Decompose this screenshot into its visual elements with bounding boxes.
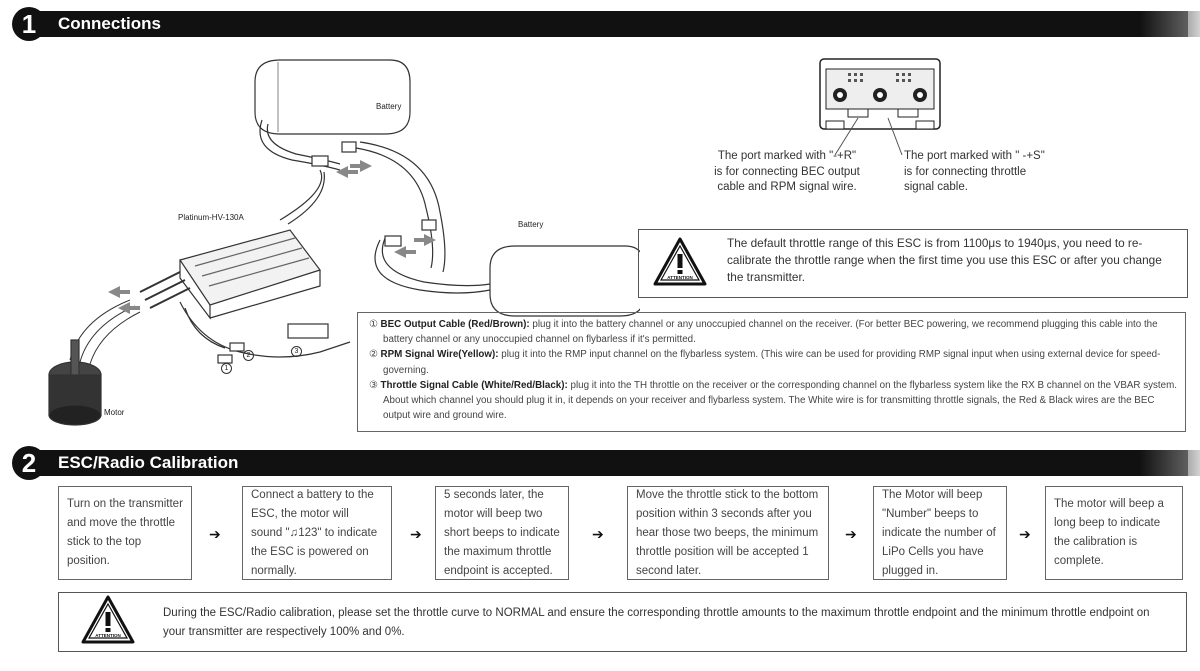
battery-top-label: Battery bbox=[376, 102, 402, 111]
cable-text-bec: plug it into the battery channel or any … bbox=[383, 319, 1158, 346]
step-arrow-icon: ➔ bbox=[410, 526, 422, 542]
receiver-connector bbox=[287, 323, 329, 339]
step-arrow-icon: ➔ bbox=[845, 526, 857, 542]
attention-icon-label: ATTENTION bbox=[95, 633, 120, 638]
wire-marker-2: 2 bbox=[243, 350, 254, 361]
throttle-range-notice-text: The default throttle range of this ESC i… bbox=[727, 236, 1162, 284]
esc-model-label: Platinum-HV-130A bbox=[178, 213, 244, 222]
s-port-line-1: The port marked with " -+S" bbox=[904, 150, 1045, 162]
calibration-step-5: The Motor will beep "Number" beeps to in… bbox=[873, 486, 1007, 580]
step-arrow-icon: ➔ bbox=[209, 526, 221, 542]
section-1-bar bbox=[18, 11, 1188, 37]
calibration-step-3: 5 seconds later, the motor will beep two… bbox=[435, 486, 569, 580]
section-2-title: ESC/Radio Calibration bbox=[58, 453, 239, 472]
wire-marker-3: 3 bbox=[291, 346, 302, 357]
section-2-number: 2 bbox=[12, 446, 46, 480]
cable-title-rpm: RPM Signal Wire(Yellow): bbox=[380, 349, 499, 361]
connection-diagram bbox=[48, 59, 640, 426]
calibration-step-4: Move the throttle stick to the bottom po… bbox=[627, 486, 829, 580]
cable-item-rpm: ② RPM Signal Wire(Yellow): plug it into … bbox=[369, 347, 1177, 377]
throttle-range-notice bbox=[638, 229, 1188, 298]
section-1-bar-fade bbox=[1140, 11, 1200, 37]
motor-label: Motor bbox=[104, 408, 125, 417]
s-port-description: The port marked with " -+S" is for conne… bbox=[904, 149, 1084, 196]
attention-icon: ATTENTION bbox=[653, 237, 707, 286]
battery-top-shape bbox=[254, 59, 411, 135]
section-2-bar-fade bbox=[1140, 450, 1200, 476]
port-pointer-lines bbox=[834, 117, 903, 156]
r-port-line-3: cable and RPM signal wire. bbox=[717, 181, 857, 193]
section-2-bar bbox=[18, 450, 1188, 476]
r-port-line-2: is for connecting BEC output bbox=[714, 165, 860, 178]
cable-item-throttle: ③ Throttle Signal Cable (White/Red/Black… bbox=[369, 378, 1177, 424]
cable-title-bec: BEC Output Cable (Red/Brown): bbox=[380, 319, 530, 330]
step-arrow-icon: ➔ bbox=[1019, 526, 1031, 542]
s-port-line-2: is for connecting throttle bbox=[904, 165, 1027, 178]
wire-marker-1: 1 bbox=[221, 363, 232, 374]
cable-item-bec: ① BEC Output Cable (Red/Brown): plug it … bbox=[369, 317, 1177, 347]
step-arrow-icon: ➔ bbox=[592, 526, 604, 542]
r-port-line-1: The port marked with "-+R" bbox=[717, 150, 857, 162]
cable-text-throttle: plug it into the TH throttle on the rece… bbox=[383, 379, 1177, 422]
cable-description-list: ① BEC Output Cable (Red/Brown): plug it … bbox=[369, 317, 1177, 423]
cable-marker-2: ② bbox=[369, 349, 378, 361]
calibration-step-6: The motor will beep a long beep to indic… bbox=[1045, 486, 1183, 580]
attention-icon-label: ATTENTION bbox=[667, 275, 692, 280]
esc-port-diagram bbox=[819, 58, 941, 130]
esc-body-shape bbox=[179, 229, 321, 306]
calibration-step-1: Turn on the transmitter and move the thr… bbox=[58, 486, 192, 580]
calibration-step-2: Connect a battery to the ESC, the motor … bbox=[242, 486, 392, 580]
section-1-title: Connections bbox=[58, 14, 161, 33]
cable-title-throttle: Throttle Signal Cable (White/Red/Black): bbox=[380, 379, 568, 391]
battery-right-shape bbox=[489, 245, 640, 317]
battery-right-label: Battery bbox=[518, 220, 544, 229]
cable-text-rpm: plug it into the RMP input channel on th… bbox=[383, 349, 1161, 376]
cable-marker-1: ① bbox=[369, 319, 378, 330]
r-port-description: The port marked with "-+R" is for connec… bbox=[696, 149, 878, 196]
calibration-notice bbox=[58, 592, 1187, 652]
calibration-notice-text: During the ESC/Radio calibration, please… bbox=[163, 607, 1150, 638]
cable-marker-3: ③ bbox=[369, 379, 378, 391]
attention-icon: ATTENTION bbox=[81, 595, 135, 644]
section-1-number: 1 bbox=[12, 7, 46, 41]
s-port-line-3: signal cable. bbox=[904, 181, 968, 193]
cable-description-box bbox=[357, 312, 1186, 432]
